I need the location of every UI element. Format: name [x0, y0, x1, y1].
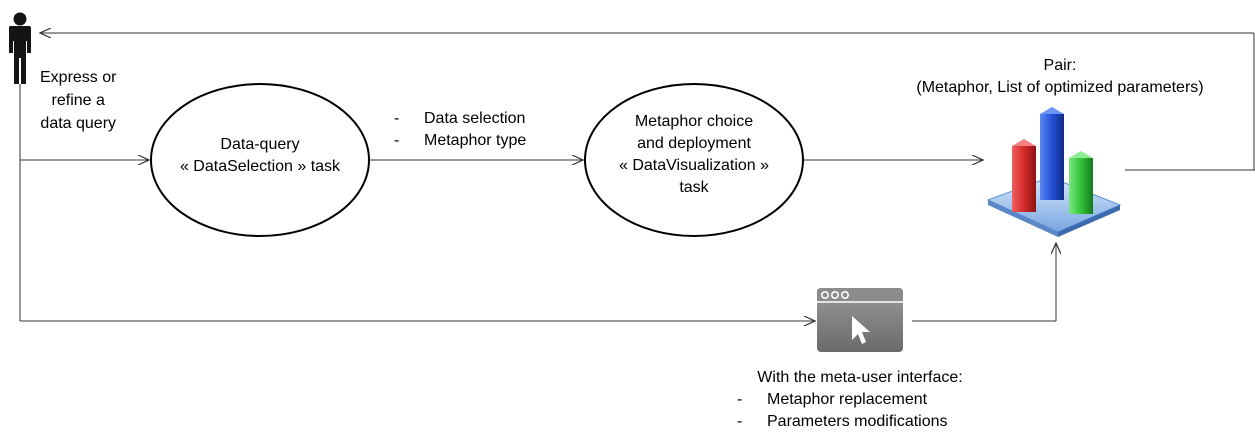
visualization-task-ellipse — [584, 83, 804, 237]
task-label-line: « DataSelection » task — [179, 158, 341, 175]
actor-label-line: refine a — [51, 92, 105, 109]
meta-ui-list: -Metaphor replacement -Parameters modifi… — [737, 389, 948, 433]
actor-label-line: Express or — [40, 69, 117, 86]
caption-line: (Metaphor, List of optimized parameters) — [916, 79, 1204, 96]
list-item: -Metaphor type — [394, 132, 527, 149]
result-pair-caption: Pair: (Metaphor, List of optimized param… — [860, 55, 1255, 99]
person-icon — [9, 12, 31, 84]
data-query-task-ellipse — [150, 83, 370, 237]
list-item-text: Data selection — [424, 110, 526, 127]
bar-chart-icon — [986, 107, 1122, 237]
list-item: -Metaphor replacement — [737, 391, 928, 408]
meta-ui-window-icon — [817, 288, 903, 352]
cursor-icon — [852, 316, 870, 344]
visualization-task-label: Metaphor choice and deployment « DataVis… — [585, 111, 803, 199]
task-label-line: « DataVisualization » — [618, 157, 770, 174]
data-query-task-label: Data-query « DataSelection » task — [151, 134, 369, 178]
actor-label: Express or refine a data query — [40, 66, 116, 135]
list-item-text: Parameters modifications — [767, 413, 948, 430]
list-item: -Data selection — [394, 110, 526, 127]
meta-ui-to-result-connector — [912, 243, 1056, 322]
arrow-output-list: -Data selection -Metaphor type — [394, 108, 526, 152]
meta-ui-caption: With the meta-user interface: — [710, 367, 1010, 389]
task-label-line: Data-query — [220, 136, 300, 153]
caption-line: Pair: — [1043, 57, 1077, 74]
list-item-text: Metaphor type — [424, 132, 527, 149]
task-label-line: task — [679, 179, 709, 196]
task-label-line: Metaphor choice — [634, 113, 754, 130]
list-item-text: Metaphor replacement — [767, 391, 928, 408]
actor-label-line: data query — [40, 115, 117, 132]
feedback-loop-connector — [40, 33, 1255, 171]
list-item: -Parameters modifications — [737, 413, 948, 430]
task-label-line: and deployment — [637, 135, 751, 152]
meta-ui-heading: With the meta-user interface: — [757, 369, 963, 386]
